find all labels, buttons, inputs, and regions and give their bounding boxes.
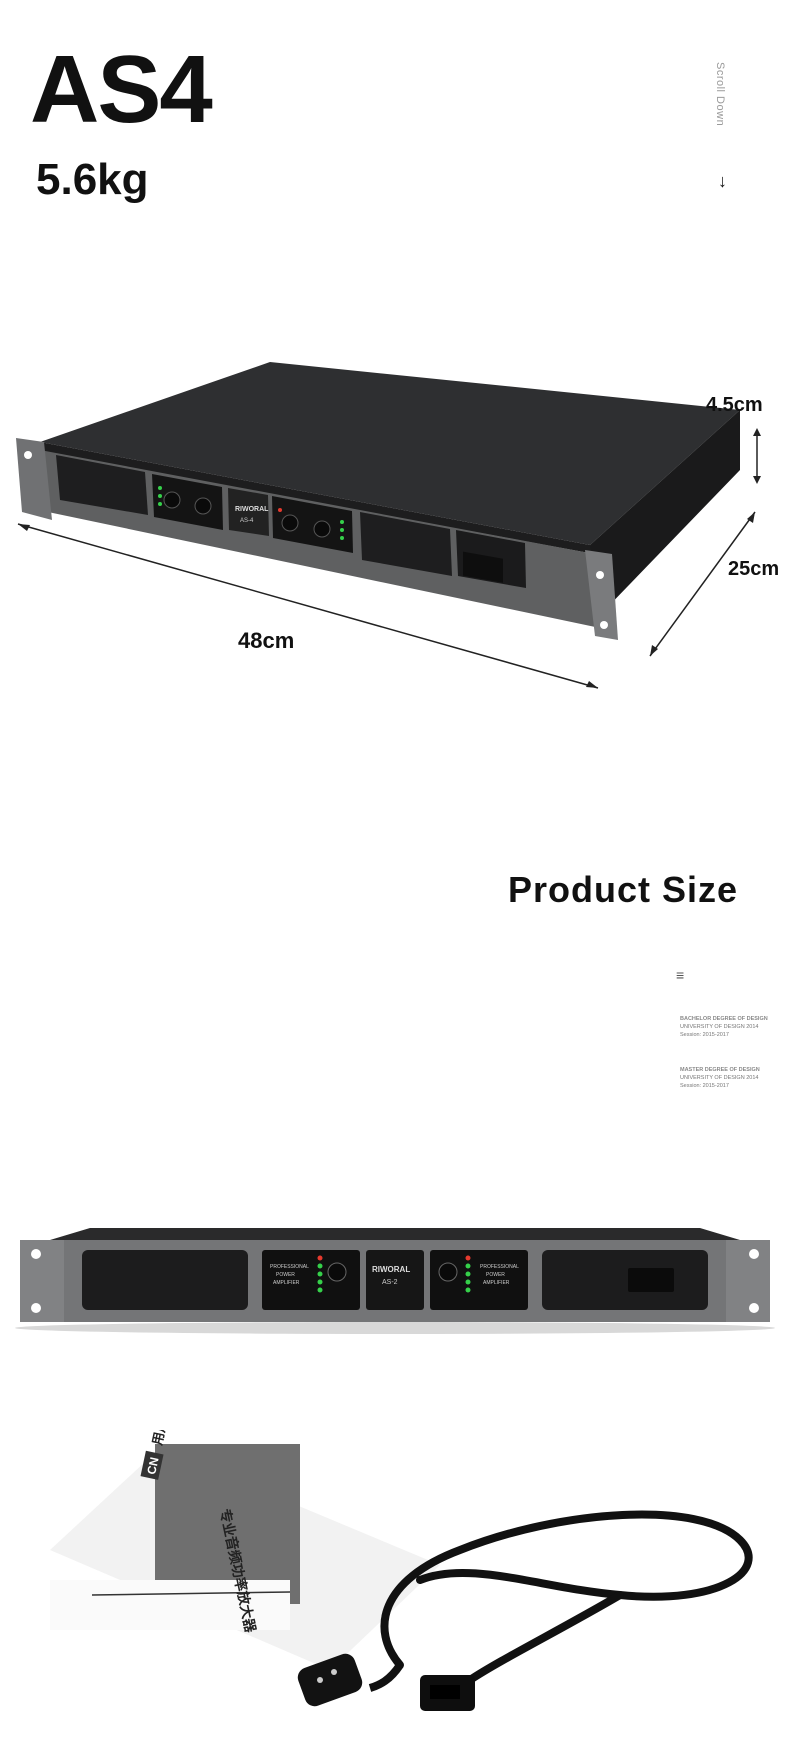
product-weight: 5.6kg — [36, 155, 149, 204]
edu-line: UNIVERSITY OF DESIGN 2014 — [680, 1024, 759, 1030]
right-panel-label: PROFESSIONAL — [480, 1264, 519, 1270]
edu-line: UNIVERSITY OF DESIGN 2014 — [680, 1075, 759, 1081]
edu-line: Session: 2015-2017 — [680, 1083, 729, 1089]
top-amp-brand: RIWORAL — [235, 506, 269, 513]
edu-line: Session: 2015-2017 — [680, 1032, 729, 1038]
left-panel-label: PROFESSIONAL — [270, 1264, 309, 1270]
top-amp-model: AS-4 — [240, 518, 254, 524]
accessories-image: CN 用户手册 专业音频功率放大器 — [50, 1430, 753, 1711]
manual-cn-badge: CN — [144, 1456, 161, 1476]
amplifier-front-image: RIWORAL AS-2 PROFESSIONAL POWER AMPLIFIE… — [15, 1228, 775, 1334]
scroll-down-label[interactable]: Scroll Down — [714, 62, 726, 127]
amplifier-3d-image: RIWORAL AS-4 — [16, 362, 761, 689]
right-panel-label: POWER — [486, 1272, 505, 1278]
section-title: Product Size — [508, 869, 739, 910]
edu-title: BACHELOR DEGREE OF DESIGN — [680, 1016, 768, 1022]
model-title: AS4 — [30, 36, 213, 143]
left-panel-label: POWER — [276, 1272, 295, 1278]
arrow-down-icon[interactable]: ↓ — [718, 171, 727, 191]
edu-title: MASTER DEGREE OF DESIGN — [680, 1067, 760, 1073]
edu-entry: MASTER DEGREE OF DESIGN UNIVERSITY OF DE… — [680, 1066, 760, 1090]
front-model: AS-2 — [382, 1279, 398, 1286]
left-panel-label: AMPLIFIER — [273, 1280, 300, 1286]
right-panel-label: AMPLIFIER — [483, 1280, 510, 1286]
menu-icon[interactable]: ≡ — [676, 967, 685, 983]
edu-entry: BACHELOR DEGREE OF DESIGN UNIVERSITY OF … — [680, 1015, 768, 1039]
height-dimension: 4.5cm — [706, 394, 763, 416]
width-dimension: 48cm — [238, 628, 295, 653]
depth-dimension: 25cm — [728, 558, 780, 580]
front-brand: RIWORAL — [372, 1265, 410, 1274]
